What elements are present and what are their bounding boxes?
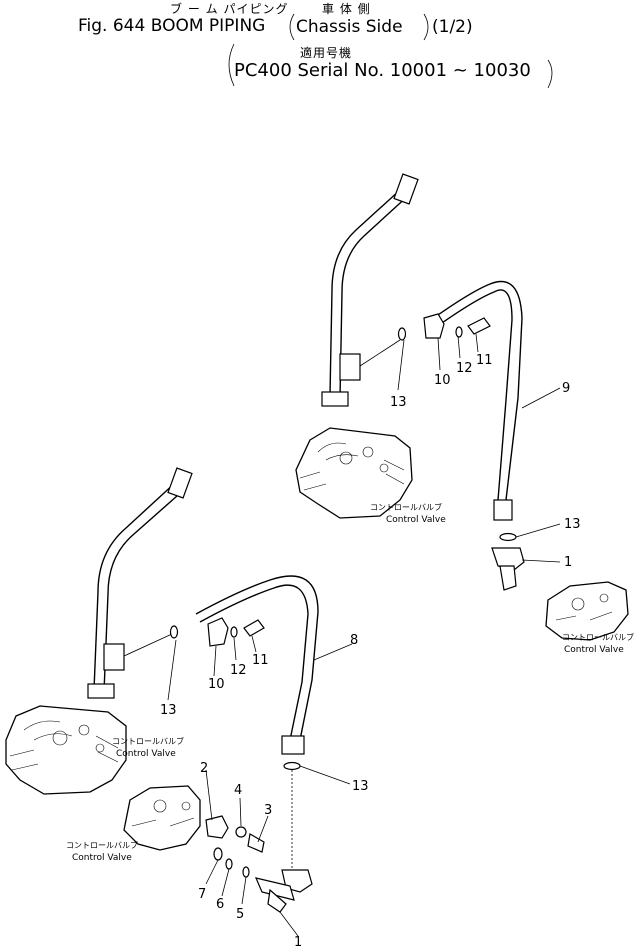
- lower-control-valve: [5, 705, 127, 795]
- upper-right-control-valve: [545, 581, 629, 641]
- leader-13a-u: [359, 339, 401, 367]
- lower-cv-label-en: Control Valve: [116, 749, 176, 759]
- upper-clamp-10: [423, 313, 445, 339]
- callout-8-lower: 8: [350, 633, 358, 648]
- upper-steel-tube: [329, 189, 401, 396]
- lower-small-cv-label-en: Control Valve: [72, 853, 132, 863]
- upper-right-cv-label-jp: コントロールバルブ: [562, 632, 634, 642]
- upper-assembly: コントロールバルブ Control Valve コントロールバルブ Contro…: [295, 173, 634, 655]
- lower-bolt-3: [247, 833, 265, 853]
- callout-4-lower: 4: [234, 783, 242, 798]
- callout-1-upper: 1: [564, 555, 572, 570]
- bracket-right: [423, 13, 429, 41]
- upper-tube-flange-bottom: [321, 391, 349, 407]
- lower-steel-tube: [93, 481, 177, 691]
- callout-11-upper: 11: [476, 353, 493, 368]
- upper-bolt-11: [467, 317, 491, 335]
- lower-washer-12: [230, 626, 238, 638]
- upper-right-cv-label-en: Control Valve: [564, 645, 624, 655]
- side-en: Chassis Side: [296, 17, 403, 37]
- bracket-right-2: [547, 59, 553, 89]
- upper-hose-9-side: [431, 289, 513, 501]
- upper-elbow-1: [491, 547, 525, 591]
- page-number: (1/2): [432, 17, 473, 37]
- callout-12-upper: 12: [456, 361, 473, 376]
- callout-10-lower: 10: [208, 677, 225, 692]
- lower-o-ring-7: [213, 847, 223, 861]
- title-jp: ブ ー ム パイピング: [170, 2, 289, 16]
- callout-9-upper: 9: [562, 381, 570, 396]
- callout-10-upper: 10: [434, 373, 451, 388]
- callout-11-lower: 11: [252, 653, 269, 668]
- upper-tube-flange-top: [393, 173, 419, 205]
- bracket-left-2: [228, 43, 235, 87]
- callout-13b-upper: 13: [564, 517, 581, 532]
- callout-6-lower: 6: [216, 897, 224, 912]
- lower-elbow-1: [254, 869, 313, 913]
- callout-13a-upper: 13: [390, 395, 407, 410]
- upper-washer-12: [455, 326, 463, 338]
- upper-o-ring-13a: [397, 327, 407, 341]
- lower-hose-8: [195, 575, 319, 741]
- lower-o-ring-13b: [283, 761, 301, 771]
- upper-cv-label-en: Control Valve: [386, 515, 446, 525]
- callout-13b-lower: 13: [352, 779, 369, 794]
- upper-hose-9: [427, 280, 523, 501]
- lower-o-ring-5: [242, 866, 250, 878]
- upper-hose-fitting: [493, 499, 513, 521]
- lower-tube-flange-mid: [103, 643, 125, 671]
- lower-cv-label-jp: コントロールバルブ: [112, 736, 184, 746]
- lower-assembly: コントロールバルブ Control Valve コントロールバルブ Contro…: [5, 467, 353, 937]
- lower-o-ring-6: [225, 858, 233, 870]
- callout-12-lower: 12: [230, 663, 247, 678]
- lower-hose-fitting: [281, 735, 305, 755]
- side-jp: 車 体 側: [322, 2, 371, 16]
- upper-steel-tube-side: [339, 193, 411, 399]
- callout-13a-lower: 13: [160, 703, 177, 718]
- callout-1-lower: 1: [294, 935, 302, 950]
- lower-small-cv-label-jp: コントロールバルブ: [66, 840, 138, 850]
- callout-3-lower: 3: [264, 803, 272, 818]
- lower-small-control-valve: [123, 785, 201, 851]
- serial-en: PC400 Serial No. 10001 ~ 10030: [234, 60, 531, 81]
- upper-cv-label-jp: コントロールバルブ: [370, 502, 442, 512]
- upper-o-ring-13b: [499, 532, 517, 542]
- callout-2-lower: 2: [200, 761, 208, 776]
- callout-5-lower: 5: [236, 907, 244, 922]
- lower-washer-4: [235, 826, 247, 838]
- upper-control-valve: [295, 427, 413, 519]
- lower-steel-tube-side: [103, 487, 187, 693]
- serial-jp: 適用号機: [300, 46, 353, 60]
- bracket-left: [289, 13, 295, 41]
- lower-hose-8-side: [199, 584, 309, 741]
- lower-bolt-11: [243, 619, 265, 637]
- title-en: Fig. 644 BOOM PIPING: [78, 16, 266, 36]
- lower-tube-flange-bottom: [87, 683, 115, 699]
- lower-tube-flange-top: [167, 467, 193, 499]
- lower-o-ring-13a: [169, 625, 179, 639]
- lower-clamp-10: [207, 617, 229, 647]
- upper-tube-flange-mid: [339, 353, 361, 381]
- callout-7-lower: 7: [198, 887, 206, 902]
- lower-flange-2: [205, 815, 229, 839]
